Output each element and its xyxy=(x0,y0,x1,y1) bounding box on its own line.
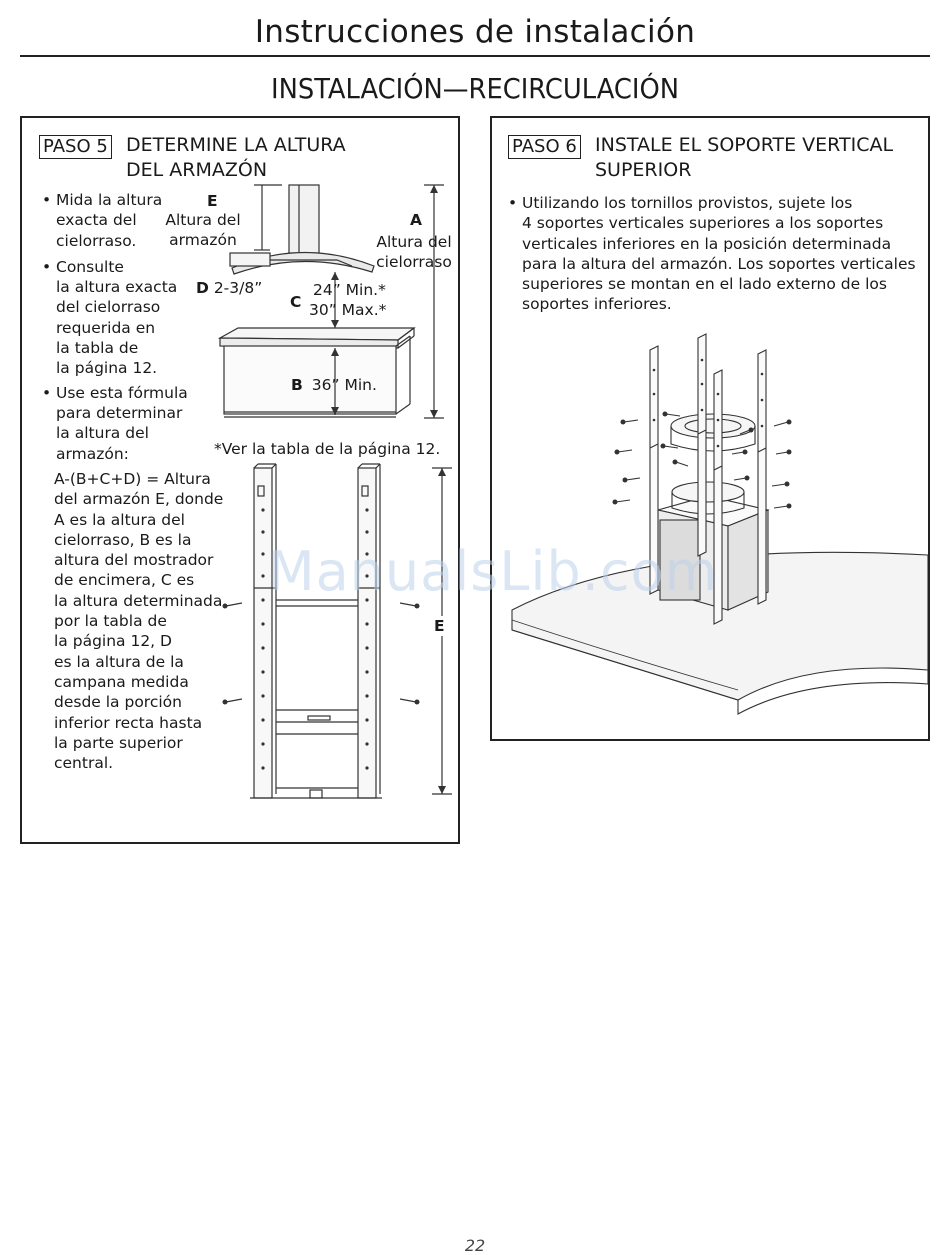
formula-text: A-(B+C+D) = Altura del armazón E, donde … xyxy=(54,469,244,773)
dim-b: B 36” Min. xyxy=(291,375,377,395)
line: armazón: xyxy=(56,444,129,463)
step6-heading-line2: SUPERIOR xyxy=(595,159,692,181)
line: para la altura del armazón. Los soportes… xyxy=(522,254,916,273)
dim-d-letter: D xyxy=(196,279,209,297)
line: A es la altura del xyxy=(54,510,185,529)
line: armazón xyxy=(169,231,237,249)
line: del cielorraso xyxy=(56,298,161,317)
line: Utilizando los tornillos provistos, suje… xyxy=(522,194,853,212)
step5-bullets: Mida la altura exacta del cielorraso. Co… xyxy=(42,190,212,464)
dim-b-value: 36” Min. xyxy=(311,376,377,394)
dim-d: D 2-3/8” xyxy=(196,278,262,298)
line: cielorraso xyxy=(376,253,452,271)
dim-e-label: Altura del armazón xyxy=(158,210,248,250)
step5-heading: DETERMINE LA ALTURA DEL ARMAZÓN xyxy=(126,133,446,183)
line: 4 soportes verticales superiores a los s… xyxy=(522,214,884,233)
line: campana medida xyxy=(54,672,189,691)
line: superiores se montan en el lado externo … xyxy=(522,275,887,294)
line: la página 12, D xyxy=(54,632,172,651)
dim-a-letter: A xyxy=(410,211,422,229)
dim-e-letter: E xyxy=(207,192,218,210)
line: cielorraso, B es la xyxy=(54,530,192,549)
step5-label: PASO 5 xyxy=(39,135,112,159)
line: la altura del xyxy=(56,424,149,443)
dim-b-letter: B xyxy=(291,376,303,394)
line: soportes inferiores. xyxy=(522,295,672,314)
step6-label: PASO 6 xyxy=(508,135,581,159)
line: verticales inferiores en la posición det… xyxy=(522,234,892,253)
vertical-brackets-illustration xyxy=(511,333,928,715)
line: requerida en xyxy=(56,318,156,337)
line: central. xyxy=(54,754,114,773)
page-title: Instrucciones de instalación xyxy=(254,14,696,50)
step6-panel: PASO 6 INSTALE EL SOPORTE VERTICAL SUPER… xyxy=(490,116,930,741)
line: 30” Max.* xyxy=(309,301,387,319)
line: Consulte xyxy=(56,257,124,276)
line: altura del mostrador xyxy=(54,551,214,570)
line: Altura del xyxy=(165,211,241,229)
line: para determinar xyxy=(56,403,183,422)
step6-heading-line1: INSTALE EL SOPORTE VERTICAL xyxy=(595,134,894,156)
line: 24” Min.* xyxy=(313,281,386,299)
line: es la altura de la xyxy=(54,652,184,671)
line: A-(B+C+D) = Altura xyxy=(54,470,211,488)
dim-d-value: 2-3/8” xyxy=(213,279,263,297)
section-title: INSTALACIÓN—RECIRCULACIÓN xyxy=(270,72,680,105)
step6-heading: INSTALE EL SOPORTE VERTICAL SUPERIOR xyxy=(595,133,925,183)
dim-c-value: 24” Min.* 30” Max.* xyxy=(309,280,386,320)
step5-heading-line1: DETERMINE LA ALTURA xyxy=(126,134,346,156)
line: Use esta fórmula xyxy=(56,383,188,402)
bullet-3: Use esta fórmula para determinar la altu… xyxy=(42,383,212,464)
table-note: *Ver la tabla de la página 12. xyxy=(214,440,441,458)
line: inferior recta hasta xyxy=(54,713,203,732)
line: cielorraso. xyxy=(56,231,137,250)
line: exacta del xyxy=(56,211,137,230)
bullet-2: Consulte la altura exacta del cielorraso… xyxy=(42,257,212,379)
watermark: ManualsLib.com xyxy=(268,540,719,603)
line: la tabla de xyxy=(56,339,139,358)
step5-heading-line2: DEL ARMAZÓN xyxy=(126,159,268,181)
page-number: 22 xyxy=(464,1236,486,1255)
hood-height-diagram xyxy=(217,184,444,419)
line: la altura exacta xyxy=(56,278,178,297)
line: la altura determinada xyxy=(54,591,223,610)
step5-panel: PASO 5 DETERMINE LA ALTURA DEL ARMAZÓN M… xyxy=(20,116,460,844)
frame-diagram xyxy=(222,463,452,799)
line: desde la porción xyxy=(54,693,182,712)
dim-a-label: Altura del cielorraso xyxy=(368,232,460,272)
dim-c-letter: C xyxy=(290,293,302,311)
line: Mida la altura xyxy=(56,191,163,209)
line: del armazón E, donde xyxy=(54,490,224,509)
bullet-1: Utilizando los tornillos provistos, suje… xyxy=(508,193,928,315)
frame-dim-e-letter: E xyxy=(434,616,445,636)
line: por la tabla de xyxy=(54,612,167,631)
step6-bullets: Utilizando los tornillos provistos, suje… xyxy=(508,193,928,315)
bullet-1: Mida la altura exacta del cielorraso. xyxy=(42,190,212,251)
title-rule xyxy=(20,55,930,57)
line: de encimera, C es xyxy=(54,571,195,590)
line: Altura del xyxy=(376,233,452,251)
line: la página 12. xyxy=(56,359,158,378)
line: la parte superior xyxy=(54,733,183,752)
